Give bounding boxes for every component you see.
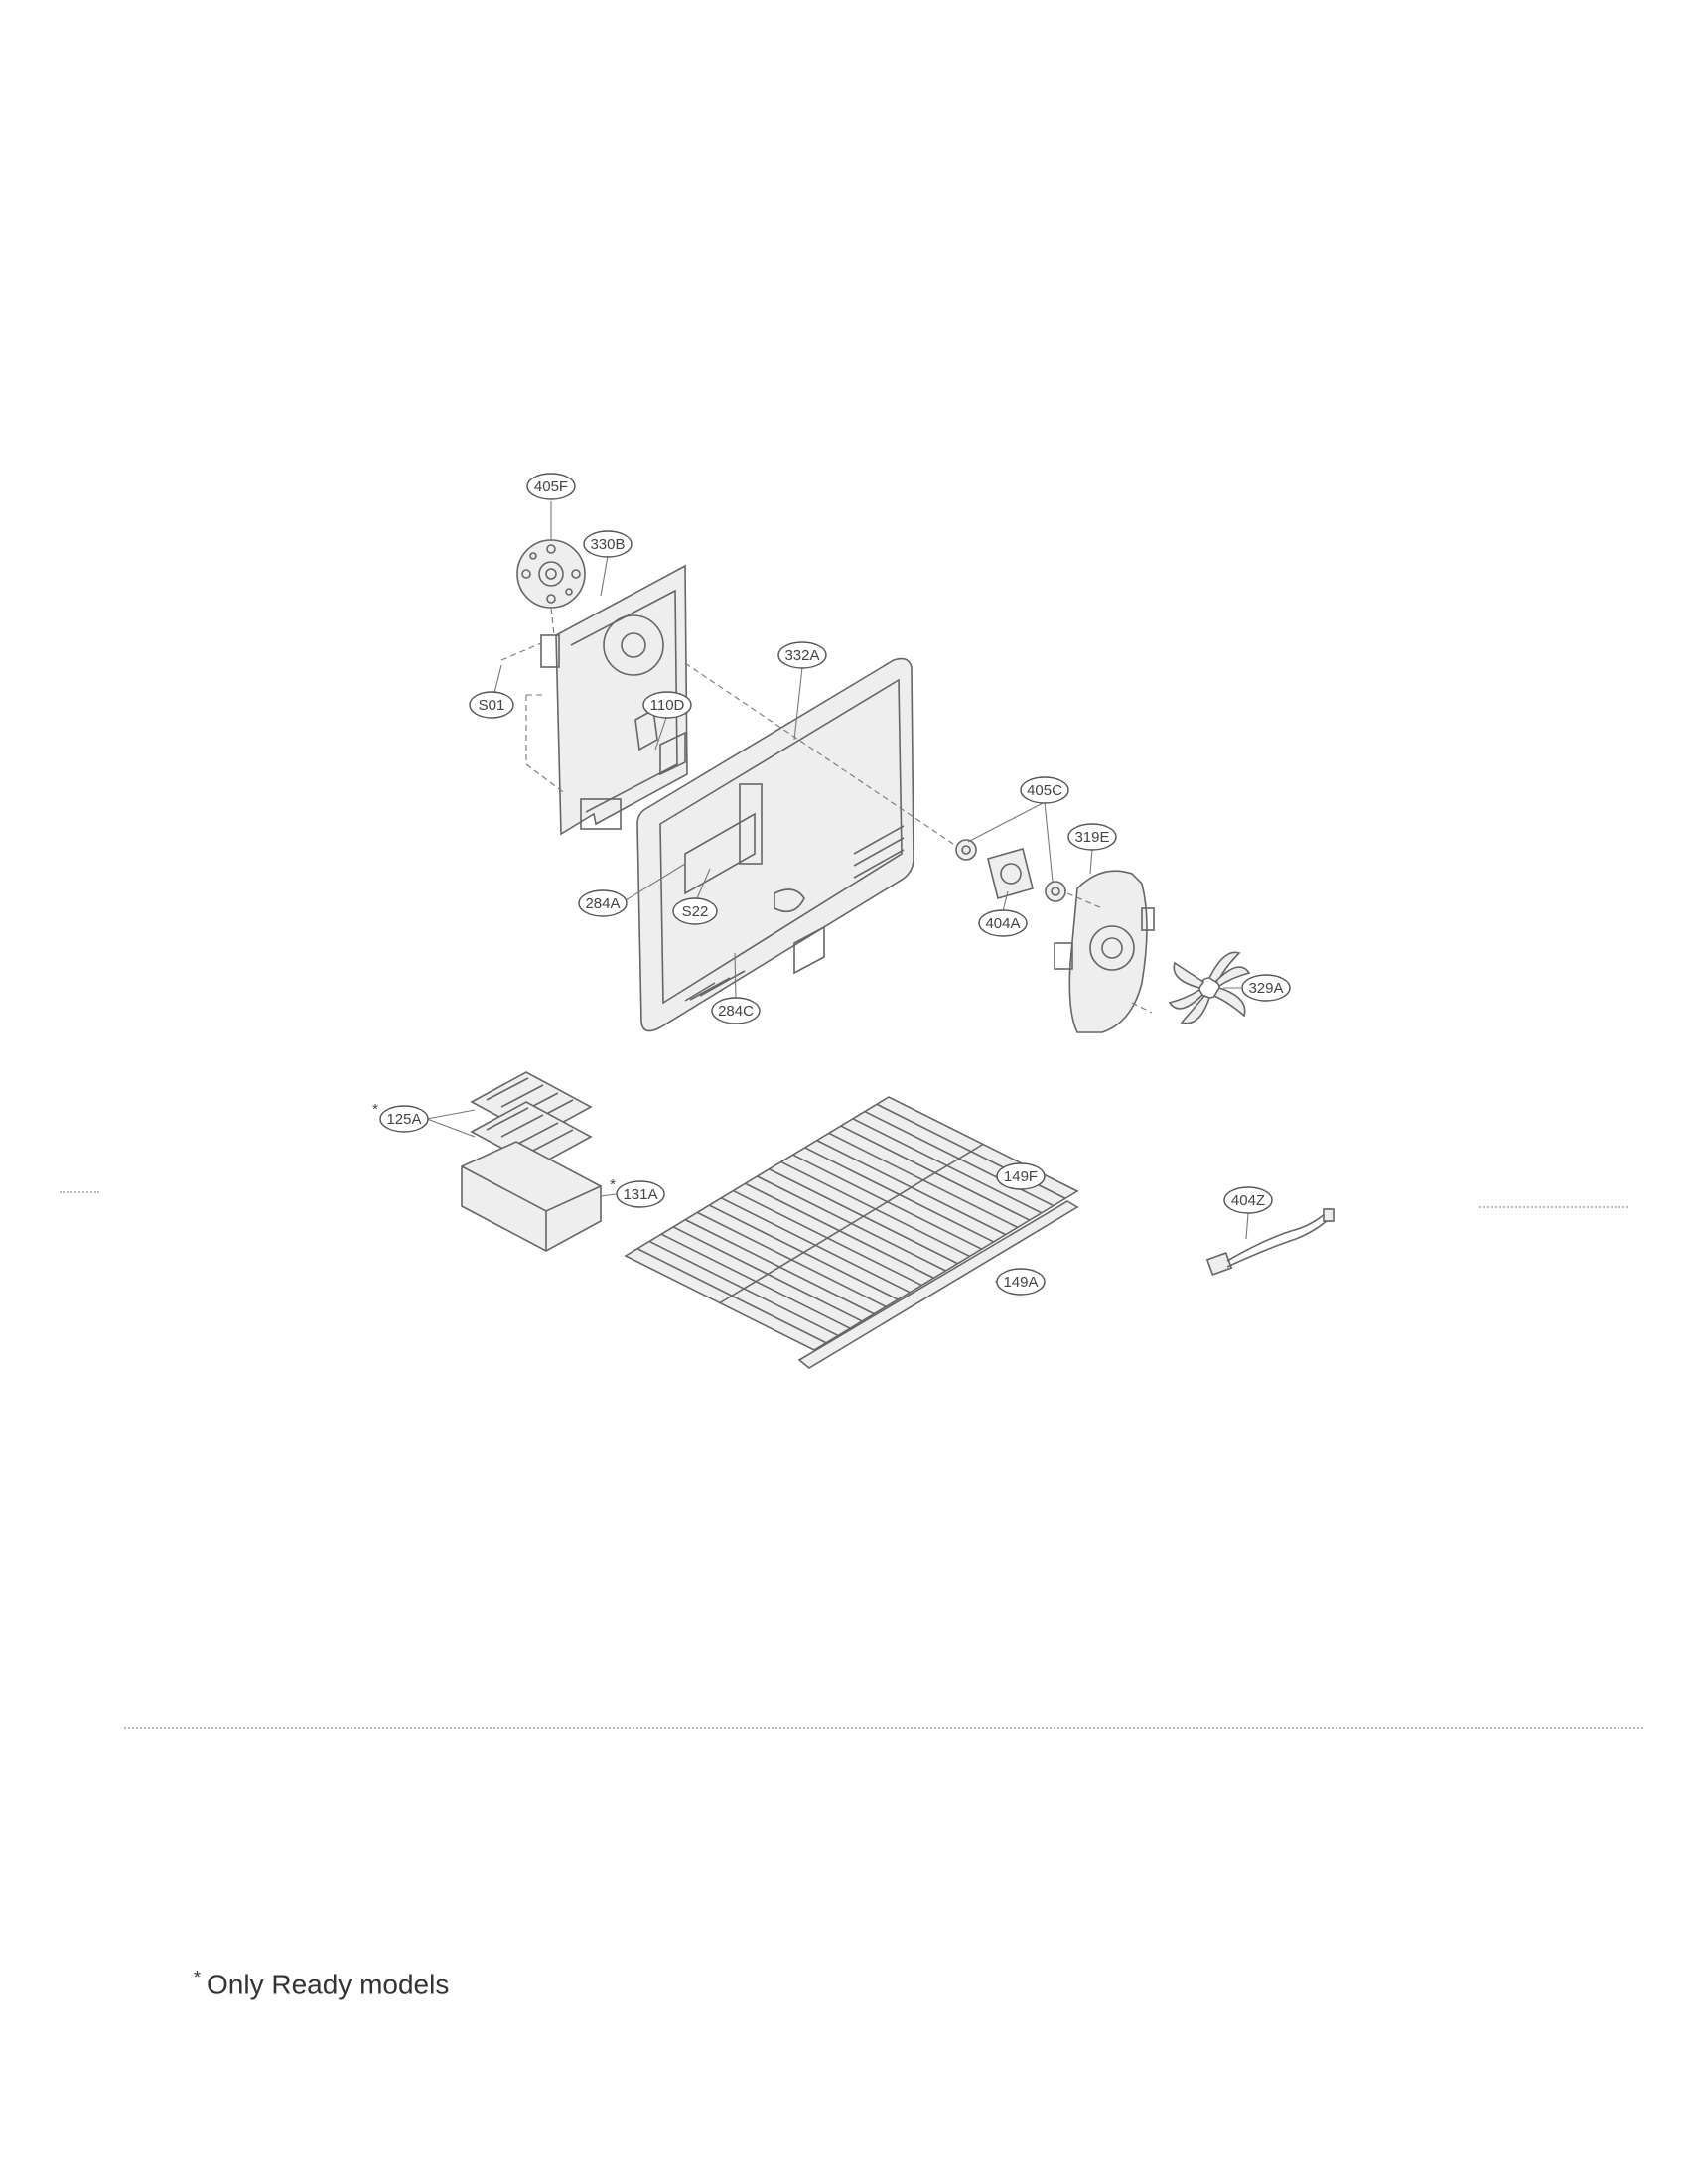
label-S01[interactable]: S01 xyxy=(469,691,514,719)
shelf-crossbar xyxy=(719,1143,984,1304)
label-404Z[interactable]: 404Z xyxy=(1223,1186,1273,1214)
scan-dotted-line xyxy=(124,1727,1643,1729)
scan-dotted-line xyxy=(1479,1206,1628,1208)
part-404A-fan-motor xyxy=(987,848,1034,899)
part-149F-wire-shelf xyxy=(624,1096,1079,1351)
part-329A-fan-blade xyxy=(1168,951,1251,1024)
label-405F[interactable]: 405F xyxy=(526,473,576,500)
label-284A[interactable]: 284A xyxy=(578,889,628,917)
svg-text:284C: 284C xyxy=(718,1003,754,1020)
footnote: * Only Ready models xyxy=(194,1968,449,2000)
scan-dotted-line xyxy=(60,1191,99,1193)
part-405C-grommets xyxy=(955,839,1066,902)
part-labels: 405F 330B S01 110D 332A 405C 319E 284A S… xyxy=(372,473,1291,1296)
svg-text:*: * xyxy=(372,1101,378,1118)
label-330B[interactable]: 330B xyxy=(583,530,633,558)
label-S22[interactable]: S22 xyxy=(672,897,718,925)
part-330B-bracket xyxy=(540,564,688,836)
label-404A[interactable]: 404A xyxy=(978,909,1028,937)
svg-text:405F: 405F xyxy=(534,478,568,495)
label-131A[interactable]: * 131A xyxy=(610,1176,665,1208)
part-405F-mount-disc xyxy=(516,539,586,609)
label-332A[interactable]: 332A xyxy=(777,641,827,669)
svg-text:S22: S22 xyxy=(682,903,709,920)
label-149A[interactable]: 149A xyxy=(996,1268,1046,1296)
label-125A[interactable]: * 125A xyxy=(372,1101,429,1133)
part-404Z-wire-harness xyxy=(1205,1208,1335,1276)
label-329A[interactable]: 329A xyxy=(1241,974,1291,1002)
footnote-marker: * xyxy=(194,1968,202,1987)
label-110D[interactable]: 110D xyxy=(642,691,692,719)
part-149A-shelf-trim xyxy=(797,1200,1079,1369)
svg-text:149A: 149A xyxy=(1003,1274,1038,1291)
svg-text:284A: 284A xyxy=(585,895,620,912)
svg-text:S01: S01 xyxy=(479,697,505,714)
svg-text:131A: 131A xyxy=(623,1186,657,1203)
assembly-lines xyxy=(500,607,1153,1014)
svg-text:405C: 405C xyxy=(1027,782,1062,799)
svg-text:332A: 332A xyxy=(784,647,819,664)
svg-text:319E: 319E xyxy=(1074,829,1109,846)
leader-lines xyxy=(426,501,1249,1283)
svg-text:125A: 125A xyxy=(386,1111,421,1128)
svg-text:110D: 110D xyxy=(650,697,685,714)
label-405C[interactable]: 405C xyxy=(1020,776,1069,804)
part-319E-fan-shroud xyxy=(1054,870,1155,1033)
svg-text:330B: 330B xyxy=(590,536,625,553)
label-319E[interactable]: 319E xyxy=(1067,823,1117,851)
svg-text:404A: 404A xyxy=(985,915,1020,932)
svg-text:329A: 329A xyxy=(1248,980,1283,997)
label-149F[interactable]: 149F xyxy=(996,1162,1046,1190)
svg-text:*: * xyxy=(610,1176,616,1193)
footnote-text: Only Ready models xyxy=(207,1969,450,2000)
part-131A-ice-bin xyxy=(461,1141,602,1252)
label-284C[interactable]: 284C xyxy=(711,997,761,1024)
svg-text:149F: 149F xyxy=(1004,1168,1038,1185)
svg-text:404Z: 404Z xyxy=(1231,1192,1265,1209)
part-125A-ice-trays xyxy=(470,1071,593,1167)
part-332A-cover-panel xyxy=(636,657,914,1032)
